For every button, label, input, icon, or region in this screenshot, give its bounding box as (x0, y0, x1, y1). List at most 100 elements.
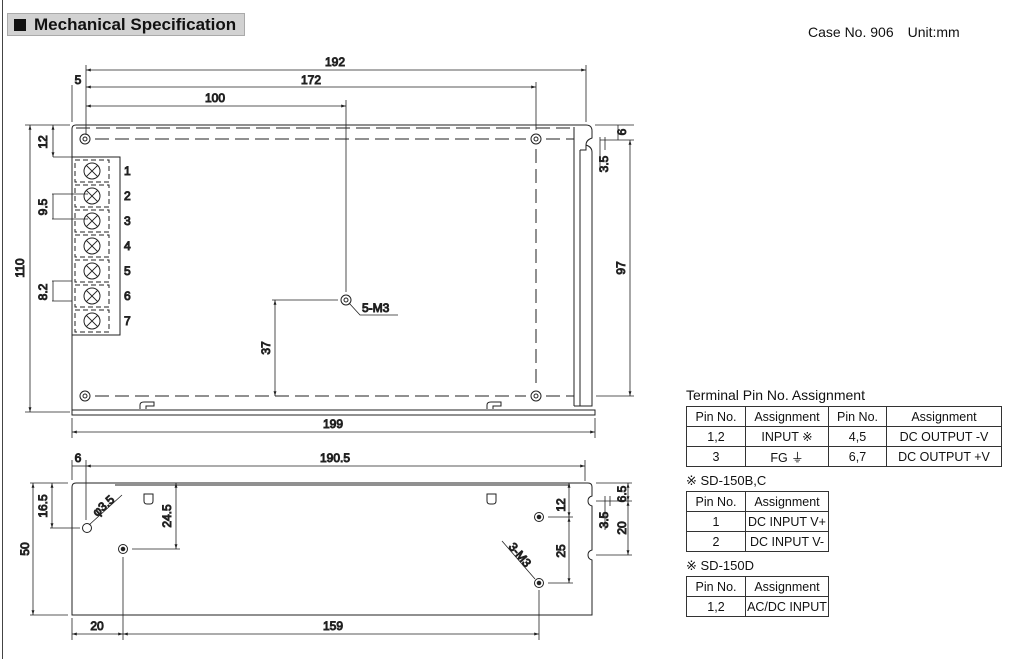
header-cell: Pin No. (686, 406, 746, 427)
dim-6-5: 6.5 (615, 485, 629, 502)
dim-6-bottom: 6 (75, 451, 82, 465)
cell: DC INPUT V+ (745, 511, 829, 532)
hole-label-3m3: 3-M3 (506, 540, 535, 570)
cell: DC INPUT V- (745, 531, 829, 552)
square-bullet-icon (14, 18, 26, 31)
unit: Unit:mm (907, 24, 960, 40)
bottom-view: 6 190.5 16.5 50 24.5 20 159 12 25 6.5 3.… (18, 451, 632, 640)
sd150bc-note: ※ SD-150B,C (686, 473, 767, 488)
terminal-pin-table: Pin No. Assignment Pin No. Assignment 1,… (686, 406, 1002, 467)
dim-192: 192 (325, 55, 345, 69)
dim-159: 159 (323, 619, 343, 633)
cell: 1,2 (686, 426, 746, 447)
chassis-outline (76, 124, 593, 407)
header-cell: Assignment (886, 406, 1002, 427)
terminal-cross (85, 239, 99, 253)
table-row: 1,2 INPUT ※ 4,5 DC OUTPUT -V (686, 426, 1002, 447)
dim-8-2: 8.2 (36, 283, 50, 300)
terminal-number: 4 (124, 239, 131, 253)
terminal-number: 5 (124, 264, 131, 278)
cell: FG ⏚ (745, 446, 829, 467)
mount-hole-3-5 (82, 523, 92, 533)
terminal-screw-icon (83, 237, 101, 255)
m3-holes (118, 512, 544, 588)
chassis-base (71, 124, 596, 416)
cell: DC OUTPUT +V (886, 446, 1002, 467)
table-header-row: Pin No. Assignment Pin No. Assignment (686, 406, 1002, 427)
table-row: 2 DC INPUT V- (686, 531, 829, 552)
table-row: 1 DC INPUT V+ (686, 511, 829, 532)
cell: 6,7 (828, 446, 887, 467)
dim-20-bottom: 20 (90, 619, 104, 633)
terminal-number: 3 (124, 214, 131, 228)
sd150d-note: ※ SD-150D (686, 558, 754, 573)
header-cell: Pin No. (686, 491, 746, 512)
terminal-screw-icon (83, 187, 101, 205)
terminal-cross (85, 189, 99, 203)
terminal-housing (74, 284, 110, 308)
cell: 4,5 (828, 426, 887, 447)
terminal-housing (74, 184, 110, 208)
cell: AC/DC INPUT (745, 596, 829, 617)
dim-3-5-bottom: 3.5 (597, 511, 611, 528)
terminal-cross (85, 164, 99, 178)
cell: 1 (686, 511, 746, 532)
terminal-screw-icon (83, 287, 101, 305)
terminal-housing (74, 159, 110, 183)
table-row: 3 FG ⏚ 6,7 DC OUTPUT +V (686, 446, 1002, 467)
terminal-screw-icon (83, 162, 101, 180)
dim-37: 37 (259, 341, 273, 355)
mount-holes (79, 133, 542, 402)
chassis-side-outline (71, 482, 593, 616)
terminal-number: 6 (124, 289, 131, 303)
header-cell: Assignment (745, 406, 829, 427)
dim-190-5: 190.5 (320, 451, 350, 465)
sd150d-table: Pin No. Assignment 1,2 AC/DC INPUT (686, 576, 829, 617)
terminal-screw-icon (83, 212, 101, 230)
cell: INPUT ※ (745, 426, 829, 447)
terminal-block (72, 156, 121, 336)
cell: 1,2 (686, 596, 746, 617)
header-cell: Pin No. (686, 576, 746, 597)
dim-12-bottom: 12 (554, 498, 568, 512)
hole-label-5m3: 5-M3 (362, 301, 390, 315)
table-header-row: Pin No. Assignment (686, 576, 829, 597)
terminal-cross (85, 289, 99, 303)
sd150bc-table: Pin No. Assignment 1 DC INPUT V+ 2 DC IN… (686, 491, 829, 552)
terminal-number: 1 (124, 164, 131, 178)
section-header: Mechanical Specification (7, 13, 245, 36)
dim-3-5: 3.5 (597, 155, 611, 172)
dim-20-right: 20 (615, 521, 629, 535)
dim-12: 12 (36, 135, 50, 149)
terminal-number: 2 (124, 189, 131, 203)
top-view: 192 172 100 5 12 110 9.5 8.2 37 5-M3 199… (13, 55, 634, 438)
dim-97: 97 (614, 261, 628, 275)
dim-6: 6 (615, 128, 629, 135)
terminal-cross (85, 314, 99, 328)
dim-24-5: 24.5 (160, 504, 174, 528)
dim-9-5: 9.5 (36, 198, 50, 215)
page-border (2, 0, 3, 659)
cell: DC OUTPUT -V (886, 426, 1002, 447)
dim-5: 5 (75, 73, 82, 87)
dim-25: 25 (554, 544, 568, 558)
dim-16-5: 16.5 (36, 494, 50, 518)
dim-100: 100 (205, 91, 225, 105)
table-header-row: Pin No. Assignment (686, 491, 829, 512)
hole-diameter-label: φ3.5 (90, 492, 118, 519)
terminal-cross (85, 264, 99, 278)
header-cell: Assignment (745, 491, 829, 512)
terminal-screw-icon (83, 262, 101, 280)
terminal-housing (74, 309, 110, 333)
cell: 2 (686, 531, 746, 552)
terminal-table-title: Terminal Pin No. Assignment (686, 387, 865, 403)
terminal-housing (74, 259, 110, 283)
dim-50: 50 (18, 542, 32, 556)
terminal-screw-icon (83, 312, 101, 330)
header-cell: Assignment (745, 576, 829, 597)
terminal-number: 7 (124, 314, 131, 328)
terminal-housing (74, 234, 110, 258)
table-row: 1,2 AC/DC INPUT (686, 596, 829, 617)
terminal-housing (74, 209, 110, 233)
